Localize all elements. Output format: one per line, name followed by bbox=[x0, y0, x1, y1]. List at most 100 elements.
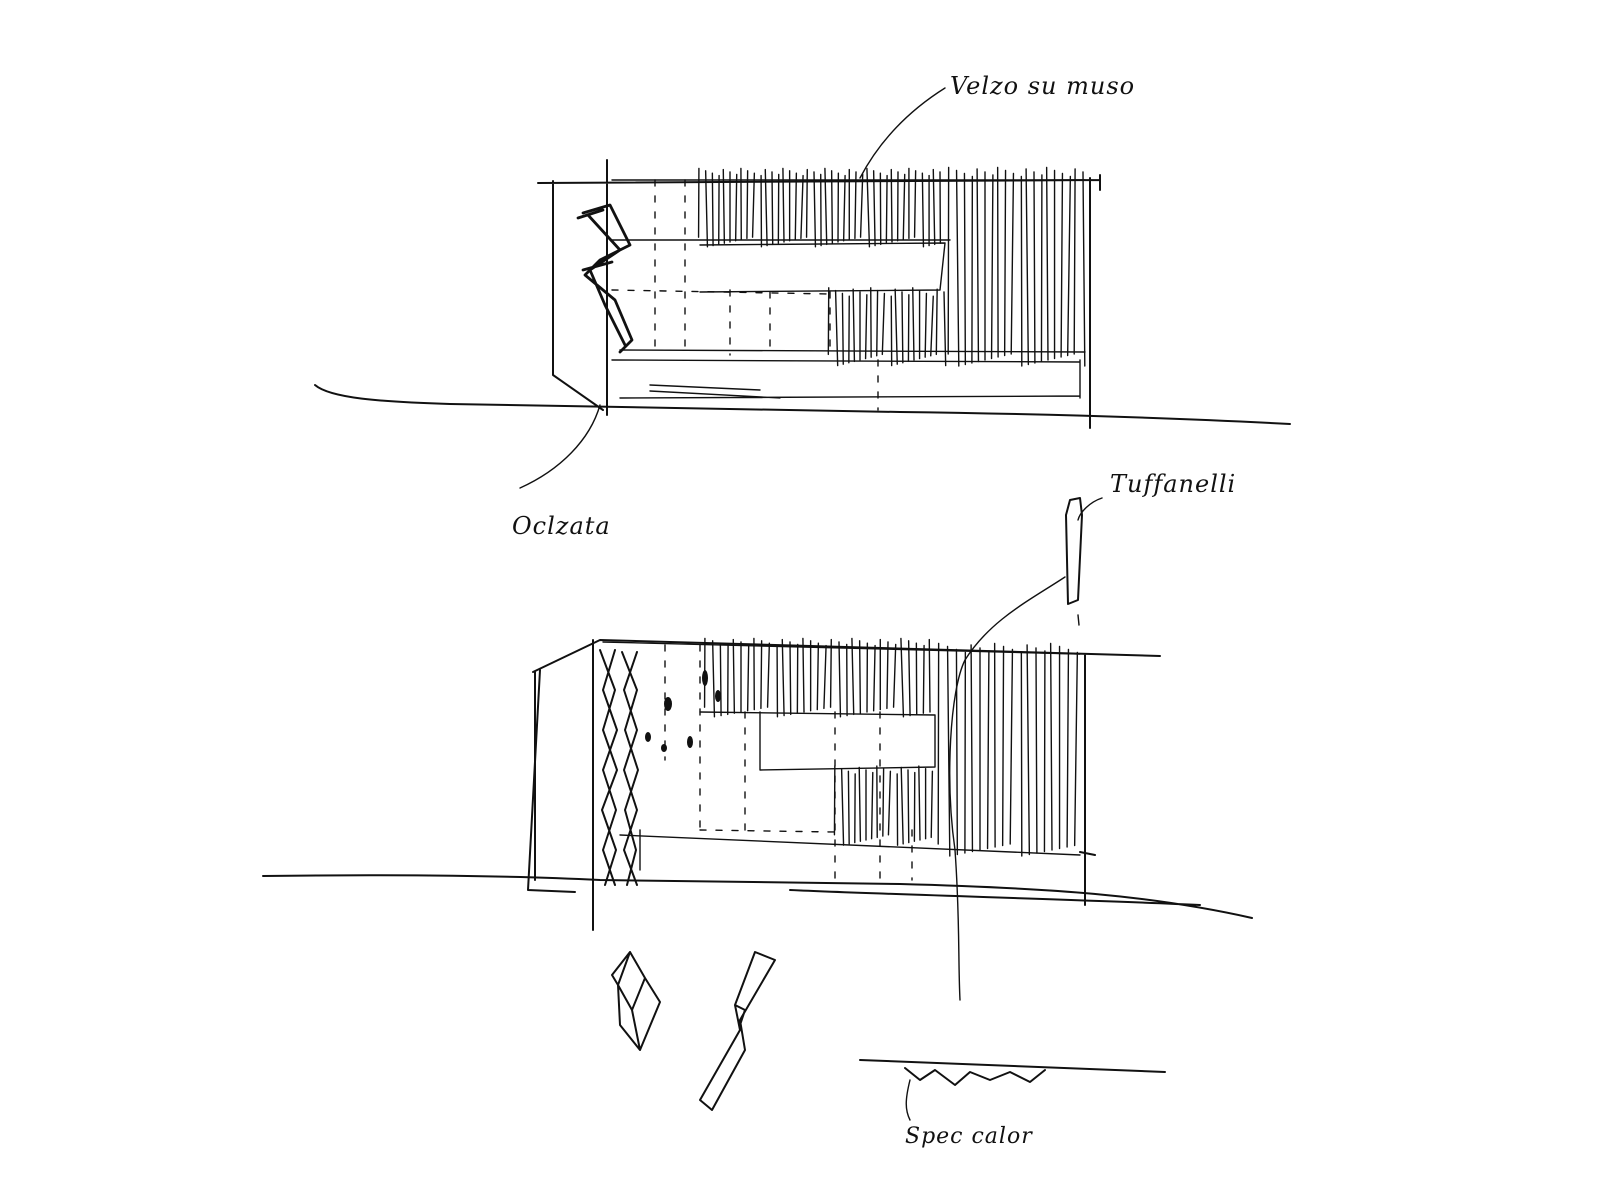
upper-band-lines bbox=[611, 179, 1086, 399]
slat-line bbox=[1073, 651, 1079, 847]
slat-line bbox=[813, 171, 817, 248]
upper-slats-lower bbox=[827, 287, 947, 367]
diamond-cluster-detail bbox=[611, 951, 661, 1051]
slat-line bbox=[764, 168, 768, 247]
slat-line bbox=[1066, 648, 1070, 848]
slat-line bbox=[851, 637, 855, 716]
slat-line bbox=[901, 291, 904, 364]
lower-dark-marks bbox=[645, 670, 721, 752]
slat-line bbox=[829, 638, 832, 708]
upper-zigzag-ribbon bbox=[576, 203, 634, 354]
slat-line bbox=[830, 170, 834, 244]
slat-line bbox=[882, 768, 885, 837]
slat-line bbox=[1045, 166, 1049, 361]
annotation-upper-left: Oclzata bbox=[512, 512, 611, 540]
slat-line bbox=[854, 171, 857, 240]
upper-building-outline bbox=[537, 159, 1101, 429]
lower-ground-line bbox=[262, 874, 1253, 919]
slat-line bbox=[805, 168, 808, 238]
slat-line bbox=[990, 174, 994, 360]
slat-line bbox=[816, 642, 820, 711]
lower-band-lines bbox=[602, 641, 1081, 871]
slat-line bbox=[918, 765, 921, 841]
annotation-lower-bottom: Spec calor bbox=[905, 1124, 1033, 1149]
slat-line bbox=[802, 637, 805, 713]
panel-detail bbox=[1065, 497, 1083, 605]
slat-line bbox=[794, 172, 798, 241]
slat-line bbox=[976, 168, 980, 363]
slat-line bbox=[711, 640, 716, 718]
slat-line bbox=[872, 170, 876, 247]
lower-right-leader bbox=[949, 576, 1066, 1001]
slat-line bbox=[1001, 645, 1005, 847]
slat-line bbox=[932, 168, 936, 246]
slat-line bbox=[872, 644, 876, 712]
section-detail bbox=[859, 1059, 1166, 1086]
slat-line bbox=[907, 640, 911, 717]
slat-line bbox=[1026, 644, 1031, 856]
slat-line bbox=[766, 642, 771, 708]
slat-line bbox=[1035, 647, 1038, 854]
slat-line bbox=[838, 641, 842, 718]
lower-slats-right bbox=[937, 642, 1079, 857]
slat-line bbox=[800, 174, 804, 240]
slat-line bbox=[746, 170, 749, 240]
slat-line bbox=[1025, 168, 1030, 366]
slat-line bbox=[963, 172, 967, 366]
slat-line bbox=[902, 173, 906, 241]
slat-line bbox=[1033, 171, 1036, 364]
slat-line bbox=[943, 291, 947, 367]
slat-line bbox=[1003, 169, 1007, 357]
slat-line bbox=[864, 294, 868, 360]
lower-diamond-lattice bbox=[599, 649, 639, 886]
slat-line bbox=[1049, 642, 1053, 851]
slat-line bbox=[722, 168, 726, 244]
slat-line bbox=[928, 638, 931, 713]
upper-elevation-sketch bbox=[314, 87, 1291, 489]
upper-left-leader bbox=[519, 404, 601, 489]
slat-line bbox=[900, 766, 904, 845]
slat-line bbox=[858, 640, 862, 714]
slat-line bbox=[852, 288, 856, 363]
slat-line bbox=[751, 172, 756, 238]
slat-line bbox=[746, 643, 750, 712]
detail-sketches bbox=[611, 951, 1166, 1121]
slat-line bbox=[892, 643, 897, 708]
lower-slats-lower bbox=[833, 765, 934, 846]
panel-dash bbox=[1077, 614, 1080, 626]
slat-line bbox=[824, 167, 828, 246]
slat-line bbox=[870, 771, 874, 840]
slat-line bbox=[719, 642, 722, 717]
section-leader bbox=[905, 1079, 911, 1121]
lower-elevation-sketch bbox=[262, 497, 1253, 1001]
slat-line bbox=[912, 287, 915, 361]
slat-line bbox=[922, 644, 925, 714]
slat-line bbox=[1009, 648, 1014, 845]
slat-line bbox=[986, 650, 990, 850]
slat-line bbox=[913, 170, 917, 238]
slat-line bbox=[924, 292, 928, 358]
slat-line bbox=[847, 770, 850, 845]
slat-line bbox=[930, 770, 934, 839]
slat-line bbox=[840, 768, 845, 846]
annotation-lower-right: Tuffanelli bbox=[1110, 470, 1237, 498]
slat-line bbox=[841, 292, 844, 365]
slat-line bbox=[930, 295, 934, 357]
slat-line bbox=[955, 169, 960, 367]
upper-slats-top bbox=[697, 167, 942, 248]
upper-slats-right bbox=[947, 166, 1086, 367]
slat-line bbox=[1060, 172, 1064, 358]
slat-line bbox=[1010, 172, 1015, 355]
upper-top-leader bbox=[859, 87, 946, 179]
lower-slats-top bbox=[703, 637, 931, 718]
slat-line bbox=[894, 288, 898, 365]
slat-line bbox=[890, 168, 893, 243]
slat-line bbox=[886, 641, 889, 710]
slat-line bbox=[900, 637, 905, 718]
upper-dashed-lines bbox=[611, 179, 879, 411]
slat-line bbox=[771, 171, 774, 246]
slat-line bbox=[881, 292, 886, 356]
upper-ground-line bbox=[314, 384, 1291, 425]
slat-line bbox=[834, 289, 839, 367]
